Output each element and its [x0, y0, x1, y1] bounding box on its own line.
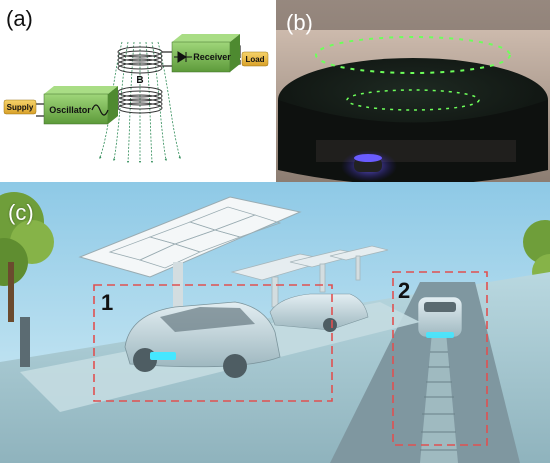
load-tag: Load [241, 51, 269, 67]
receiver-label: Receiver [193, 52, 231, 62]
supply-label: Supply [7, 103, 34, 112]
road [330, 282, 520, 463]
load-label: Load [245, 55, 264, 64]
charging-scene [0, 182, 550, 463]
solar-canopy-large [78, 196, 302, 322]
panel-a-schematic: (a) [0, 0, 272, 180]
green-led-ring-upper [315, 36, 511, 74]
tree-left [0, 192, 54, 322]
field-label: B [136, 75, 143, 86]
oscillator-module: Oscillator [43, 86, 118, 125]
receiver-module: Receiver [171, 34, 240, 73]
receiver-puck [354, 158, 382, 172]
car-parked-back [269, 293, 369, 332]
diode-icon [174, 51, 192, 63]
sine-wave-icon [91, 104, 109, 116]
wpt-schematic: B Receiver Load [3, 34, 269, 164]
green-led-ring-lower [346, 89, 480, 111]
experiment-photo [276, 0, 550, 182]
region-1-label: 1 [101, 290, 114, 315]
region-2-box [392, 271, 488, 446]
panel-label-c: (c) [8, 200, 34, 225]
panel-label-a: (a) [6, 6, 33, 31]
car-parked-main [124, 301, 281, 378]
region-1-box [93, 284, 333, 402]
supply-tag: Supply [3, 99, 37, 115]
panel-c-render: (c) 1 2 [0, 182, 550, 463]
car-on-road [417, 296, 463, 338]
panel-label-b: (b) [286, 10, 313, 35]
panel-b-photo: (b) [276, 0, 550, 182]
charging-post [20, 317, 30, 367]
solar-canopy-row [230, 245, 389, 308]
oscillator-label: Oscillator [49, 105, 91, 115]
region-2-label: 2 [398, 278, 411, 303]
road-charging-strip [420, 332, 458, 463]
